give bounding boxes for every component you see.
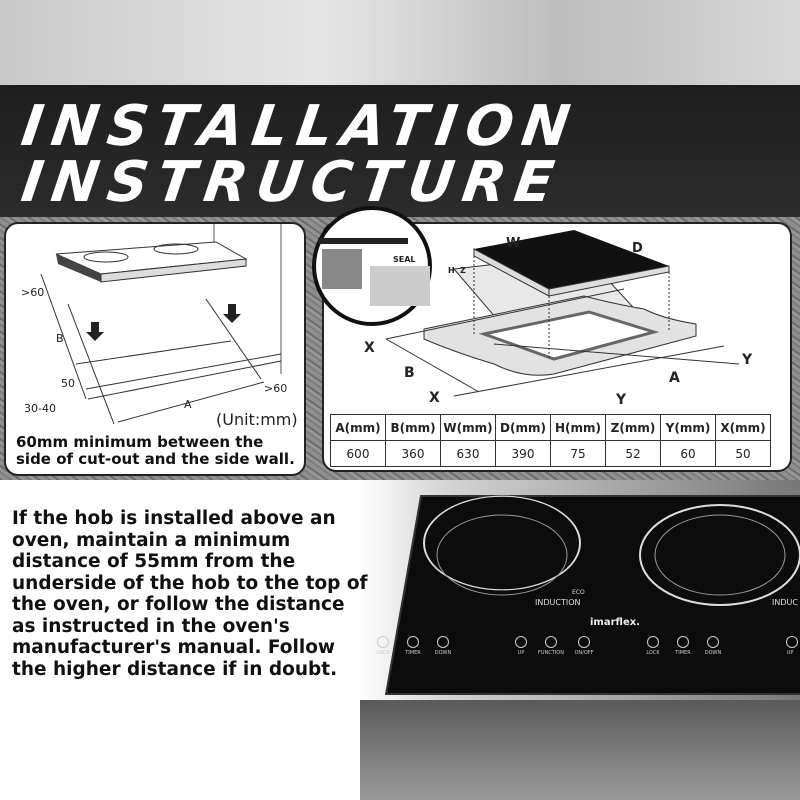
down-button-2[interactable] [707,636,719,648]
lock-label: LOCK [376,650,390,656]
zone1-sub: ECO [572,589,585,596]
seal-magnifier: SEAL [312,206,432,326]
cutout-diagram-panel: >60 B 50 30-40 A >60 (Unit:mm) 60mm mini… [4,222,306,476]
dim-a: A [184,398,192,411]
dim-x-upper: X [364,340,375,356]
dimension-table: A(mm)B(mm)W(mm)D(mm)H(mm)Z(mm)Y(mm)X(mm)… [330,414,771,467]
val-d: 390 [495,440,551,467]
lock-button-2[interactable] [647,636,659,648]
cutout-diagram: >60 B 50 30-40 A >60 [21,224,287,424]
lock-button[interactable] [377,636,389,648]
col-y: Y(mm) [660,414,716,441]
up-button-2[interactable] [786,636,798,648]
dim-x-lower: X [429,390,440,406]
dim-30-40: 30-40 [24,402,56,415]
zone2-label: INDUC [772,598,798,607]
timer-button-2[interactable] [677,636,689,648]
table-header-row: A(mm)B(mm)W(mm)D(mm)H(mm)Z(mm)Y(mm)X(mm) [330,414,771,441]
oven-clearance-text: If the hob is installed above an oven, m… [12,508,368,680]
power-label: ON/OFF [574,650,594,656]
lock-label-2: LOCK [646,650,660,656]
col-b: B(mm) [385,414,441,441]
title-line-1: INSTALLATION [17,94,583,159]
top-background [0,0,800,90]
dim-b: B [56,332,64,345]
col-a: A(mm) [330,414,386,441]
dim-w: W [506,236,520,251]
down-button[interactable] [437,636,449,648]
up-label-2: UP [786,650,794,656]
dimension-diagram-panel: W D H Z X B X Y A Y SEAL A(mm)B(mm)W(mm)… [312,206,792,472]
dim-y-lower: Y [615,392,627,408]
col-x: X(mm) [715,414,771,441]
col-w: W(mm) [440,414,496,441]
dim-h: H [448,266,455,275]
dim-y-right: Y [741,352,753,368]
down-label: DOWN [434,650,452,656]
note-line-1: 60mm minimum between the [16,433,264,451]
hob-base [360,700,800,800]
dim-50: 50 [61,377,75,390]
function-button[interactable] [545,636,557,648]
zone1-label: INDUCTION [535,598,581,607]
col-d: D(mm) [495,414,551,441]
val-w: 630 [440,440,496,467]
down-label-2: DOWN [704,650,722,656]
dim-rear-gap: >60 [264,382,287,395]
dimension-diagram: W D H Z X B X Y A Y [364,230,753,408]
power-button[interactable] [578,636,590,648]
val-h: 75 [550,440,606,467]
title-banner: INSTALLATION INSTRUCTURE [0,85,800,217]
function-label: FUNCTION [538,650,564,656]
title-line-2: INSTRUCTURE [17,150,567,215]
note-line-2: side of cut-out and the side wall. [16,450,295,468]
val-b: 360 [385,440,441,467]
col-h: H(mm) [550,414,606,441]
val-x: 50 [715,440,771,467]
timer-button[interactable] [407,636,419,648]
dim-z: Z [460,266,466,275]
dim-d: D [632,241,643,256]
timer-label-2: TIMER [675,650,691,656]
hob-zones [423,495,800,606]
up-button[interactable] [515,636,527,648]
dim-b: B [404,365,415,381]
seal-label: SEAL [393,255,416,264]
brand-logo: imarflex. [590,617,640,628]
timer-label: TIMER [405,650,421,656]
dim-side-gap: >60 [21,286,44,299]
col-z: Z(mm) [605,414,661,441]
up-label: UP [517,650,525,656]
val-y: 60 [660,440,716,467]
dim-a: A [669,370,680,386]
val-a: 600 [330,440,386,467]
val-z: 52 [605,440,661,467]
unit-label: (Unit:mm) [216,410,298,429]
